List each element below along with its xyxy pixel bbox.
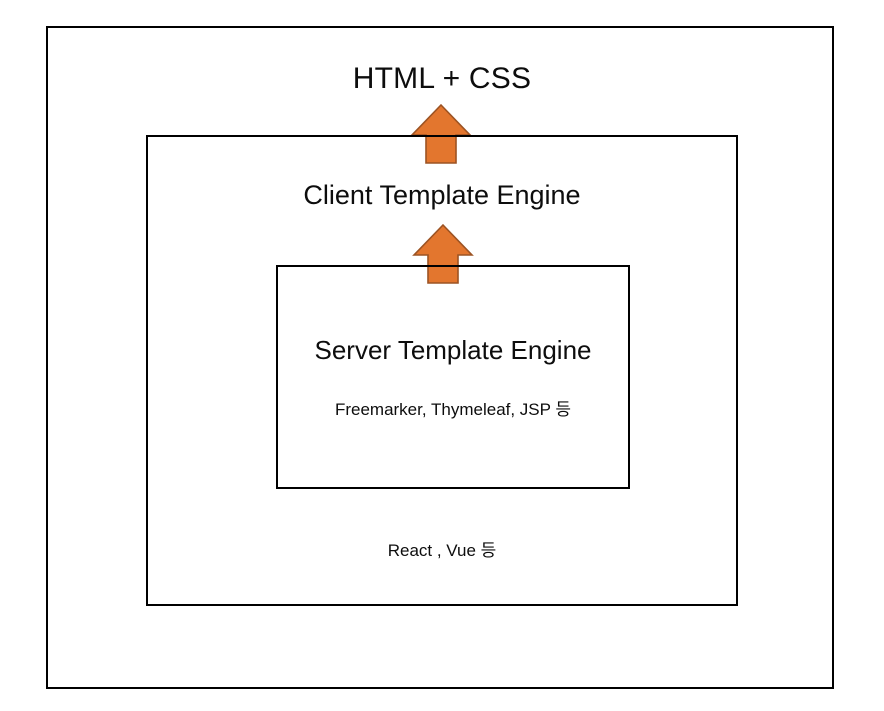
- html-css-title: HTML + CSS: [352, 62, 532, 95]
- arrow-up-icon-server-to-client: [412, 223, 474, 284]
- client-template-engine-examples: React , Vue 등: [387, 541, 497, 560]
- server-template-engine-examples: Freemarker, Thymeleaf, JSP 등: [334, 400, 572, 419]
- server-template-engine-label: Server Template Engine: [314, 335, 592, 365]
- outer-container-box: [46, 26, 834, 689]
- server-template-engine-box: [276, 265, 630, 489]
- client-template-engine-box: [146, 135, 738, 606]
- client-template-engine-label: Client Template Engine: [303, 180, 581, 210]
